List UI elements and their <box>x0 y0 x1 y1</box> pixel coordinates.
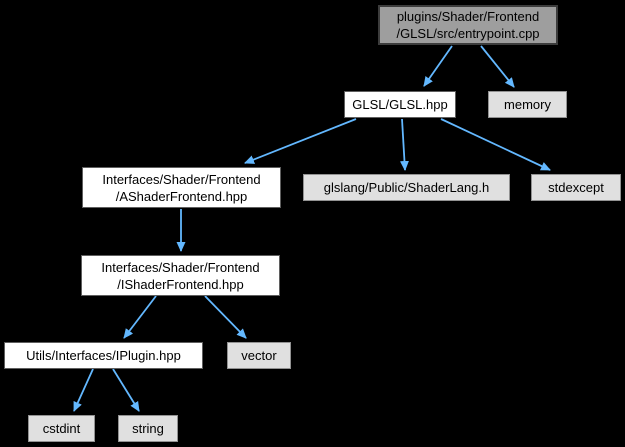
node-cstdint: cstdint <box>28 415 95 442</box>
edge-ishaderfrontend-to-vector <box>204 295 247 339</box>
node-memory: memory <box>488 91 567 118</box>
node-iplugin-hpp[interactable]: Utils/Interfaces/IPlugin.hpp <box>4 342 203 369</box>
node-glsl-hpp[interactable]: GLSL/GLSL.hpp <box>344 91 456 118</box>
node-string: string <box>118 415 178 442</box>
node-stdexcept: stdexcept <box>531 174 621 201</box>
node-label-line: cstdint <box>42 421 81 436</box>
edge-iplugin-to-string <box>112 368 140 412</box>
edge-entrypoint-to-memory <box>480 45 515 88</box>
node-ashaderfrontend-hpp[interactable]: Interfaces/Shader/Frontend /AShaderFront… <box>82 167 281 208</box>
node-vector: vector <box>227 342 291 369</box>
node-label-line: /AShaderFrontend.hpp <box>115 188 248 204</box>
edge-ishaderfrontend-to-iplugin <box>123 295 157 339</box>
node-label-line: /IShaderFrontend.hpp <box>117 276 244 292</box>
node-ishaderfrontend-hpp[interactable]: Interfaces/Shader/Frontend /IShaderFront… <box>81 255 280 296</box>
node-label-line: vector <box>241 348 277 363</box>
edge-glsl-hpp-to-shaderlang <box>399 118 409 171</box>
node-label-line: Interfaces/Shader/Frontend <box>102 171 261 187</box>
node-label-line: memory <box>504 97 551 112</box>
node-label-line: stdexcept <box>548 180 604 195</box>
node-entrypoint-cpp: plugins/Shader/Frontend /GLSL/src/entryp… <box>378 5 558 45</box>
node-label-line: /GLSL/src/entrypoint.cpp <box>396 26 540 41</box>
node-label-line: GLSL/GLSL.hpp <box>352 97 448 112</box>
node-label-line: plugins/Shader/Frontend <box>396 9 540 24</box>
node-shaderlang-h: glslang/Public/ShaderLang.h <box>303 174 510 201</box>
node-label-line: glslang/Public/ShaderLang.h <box>323 180 490 195</box>
edge-glsl-hpp-to-ashaderfrontend <box>244 118 357 164</box>
edge-entrypoint-to-glsl-hpp <box>423 45 453 87</box>
edge-glsl-hpp-to-stdexcept <box>440 118 551 171</box>
node-label-line: string <box>132 421 164 436</box>
node-label-line: Utils/Interfaces/IPlugin.hpp <box>26 348 181 363</box>
node-label-line: Interfaces/Shader/Frontend <box>101 259 260 275</box>
edge-iplugin-to-cstdint <box>73 368 94 412</box>
